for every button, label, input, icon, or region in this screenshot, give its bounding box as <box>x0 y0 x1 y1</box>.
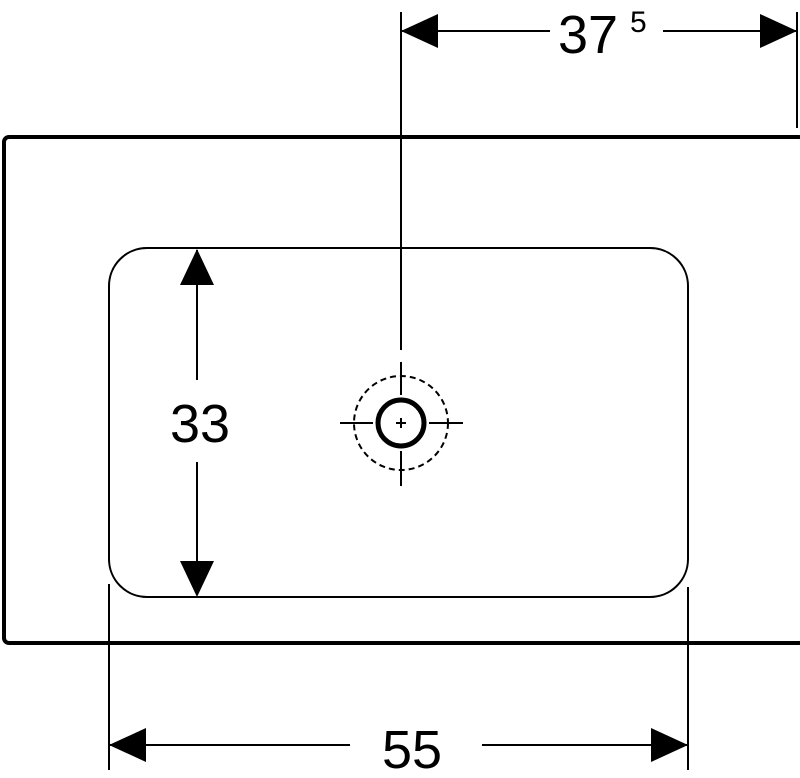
drain-symbol <box>340 362 463 486</box>
basin-bowl-outline <box>108 247 689 598</box>
left-arrow-top <box>180 249 214 285</box>
svg-text:5: 5 <box>630 6 647 39</box>
left-dimension: 33 <box>170 249 230 597</box>
svg-text:33: 33 <box>170 394 230 454</box>
top-dimension-value: 37 <box>558 5 618 65</box>
countertop-outline <box>2 135 800 645</box>
svg-text:55: 55 <box>382 720 442 778</box>
bottom-dimension-value: 55 <box>382 720 442 778</box>
left-arrow-bottom <box>180 561 214 597</box>
bottom-dimension: 55 <box>108 584 689 778</box>
top-dimension: 37 5 <box>400 5 798 350</box>
top-arrow-left <box>401 14 438 48</box>
drain-inner-circle <box>375 397 427 449</box>
bottom-arrow-left <box>109 728 146 762</box>
left-dimension-value: 33 <box>170 394 230 454</box>
top-arrow-right <box>760 14 797 48</box>
svg-text:37: 37 <box>558 5 618 65</box>
bottom-arrow-right <box>651 728 688 762</box>
top-dimension-superscript: 5 <box>630 6 647 39</box>
